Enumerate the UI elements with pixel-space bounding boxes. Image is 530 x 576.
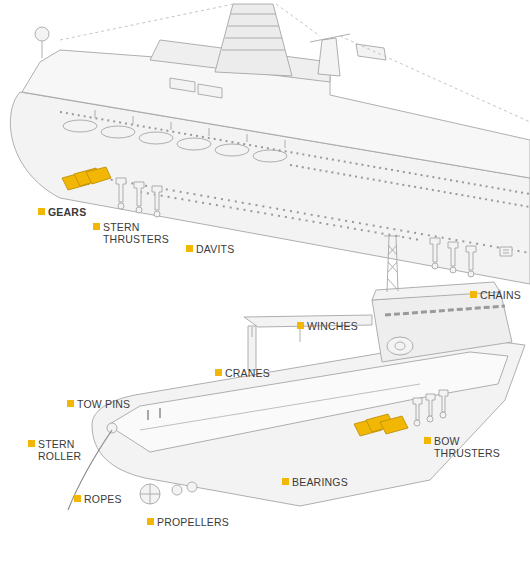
lifeboat [215, 144, 249, 156]
label-marker [215, 369, 222, 376]
lifeboat [177, 138, 211, 150]
vessel-mast [384, 236, 400, 292]
part-label: PROPELLERS [157, 516, 229, 528]
bearing-symbol [172, 485, 182, 495]
part-label: BOW THRUSTERS [434, 435, 510, 459]
window-row [60, 112, 530, 194]
label-marker [470, 291, 477, 298]
winch-hub [395, 342, 405, 350]
tow-pin-symbols [148, 408, 160, 420]
callout-label: BEARINGS [282, 476, 348, 488]
callout-label: STERN THRUSTERS [93, 221, 175, 245]
bearing-symbol [187, 482, 197, 492]
funnel-stripe [225, 38, 282, 39]
window-row [290, 165, 530, 207]
porthole-row [90, 176, 530, 253]
bridge-windows [385, 306, 505, 315]
lifeboat [253, 150, 287, 162]
lifeboat [139, 132, 173, 144]
funnel-stripe [228, 26, 279, 27]
chain-locker [500, 247, 512, 256]
callout-label: BOW THRUSTERS [424, 435, 510, 459]
bow-thruster-symbols [430, 238, 476, 277]
part-label: DAVITS [196, 243, 234, 255]
label-marker [28, 440, 35, 447]
callout-label: CHAINS [470, 289, 521, 301]
sun-deck-hut [170, 78, 195, 92]
chain-links [503, 250, 509, 253]
label-marker [282, 478, 289, 485]
callout-label: PROPELLERS [147, 516, 229, 528]
label-marker [74, 495, 81, 502]
callout-label: ROPES [74, 493, 122, 505]
part-label: ROPES [84, 493, 122, 505]
lifeboat [101, 126, 135, 138]
part-label: CHAINS [480, 289, 521, 301]
porthole-row [140, 192, 420, 240]
callout-label: STERN ROLLER [28, 438, 94, 462]
stern-roller-symbol [107, 423, 117, 433]
sun-deck-hut [198, 84, 222, 98]
funnel-stripe [222, 50, 285, 51]
label-marker [297, 322, 304, 329]
part-label: BEARINGS [292, 476, 348, 488]
propeller-symbol [140, 484, 160, 504]
part-label: GEARS [48, 206, 86, 218]
label-marker [67, 400, 74, 407]
mast-yard [310, 34, 350, 42]
callout-label: WINCHES [297, 320, 358, 332]
funnel-stripe [231, 14, 276, 15]
sun-deck-hut [356, 44, 386, 60]
vessel-gear-blocks [354, 414, 408, 436]
radar-post [42, 41, 43, 58]
stern-thruster-symbols [116, 178, 162, 217]
callout-label: GEARS [38, 206, 86, 218]
cruise-gear-blocks [62, 167, 111, 190]
part-label: WINCHES [307, 320, 358, 332]
callout-label: CRANES [215, 367, 270, 379]
crane-hook-line [252, 326, 300, 342]
cruise-mast [318, 38, 340, 76]
radar-dome [35, 27, 49, 41]
label-marker [186, 245, 193, 252]
propeller-blades [140, 484, 160, 504]
davit-arms [95, 110, 285, 148]
part-label: STERN ROLLER [38, 438, 94, 462]
label-marker [424, 437, 431, 444]
label-marker [93, 223, 100, 230]
winch-drum [387, 337, 413, 355]
label-marker [38, 208, 45, 215]
callout-label: TOW PINS [67, 398, 130, 410]
vessel-bow-thruster-symbols [413, 390, 448, 426]
part-label: CRANES [225, 367, 270, 379]
flag-line [60, 4, 530, 122]
part-label: STERN THRUSTERS [103, 221, 175, 245]
callout-label: DAVITS [186, 243, 234, 255]
lifeboat [63, 120, 97, 132]
cruise-funnel [215, 4, 292, 76]
vessel-hull [92, 338, 525, 506]
label-marker [147, 518, 154, 525]
part-label: TOW PINS [77, 398, 130, 410]
